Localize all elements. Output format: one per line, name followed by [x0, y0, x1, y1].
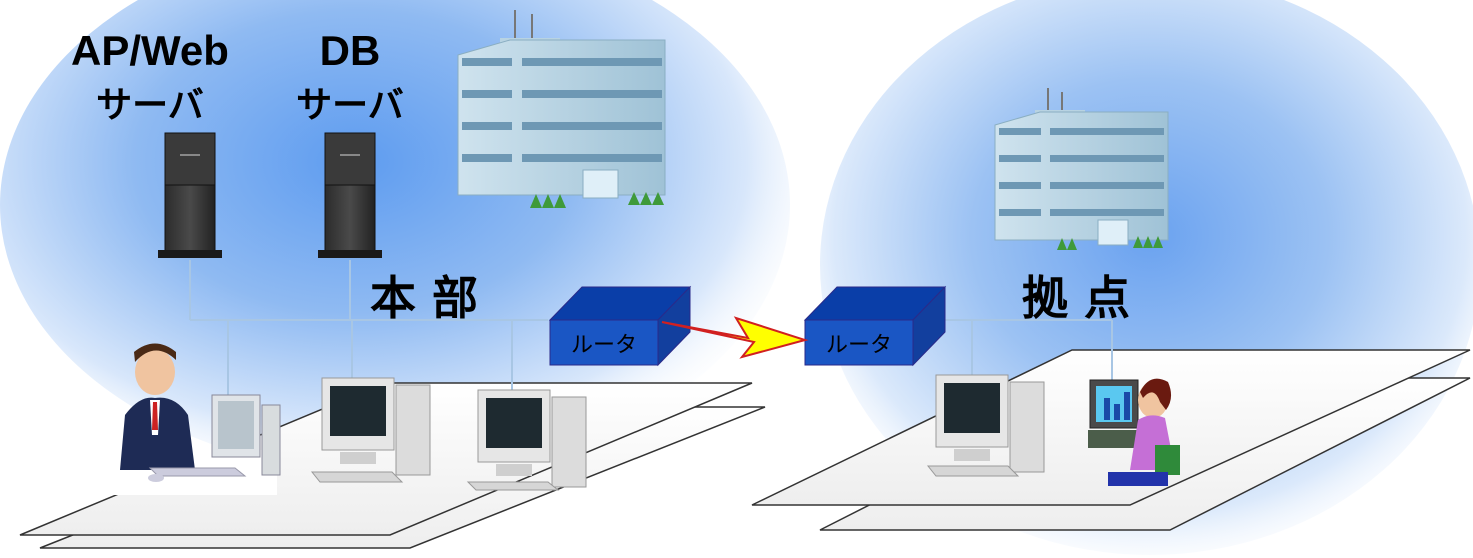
db-server-name: DB	[319, 27, 381, 74]
ap-web-server-tower	[158, 132, 222, 258]
db-server-tower	[318, 132, 382, 258]
db-server-kind: サーバ	[296, 85, 404, 126]
branch-router	[803, 285, 947, 367]
branch-user-woman	[1088, 378, 1180, 486]
hq-lan-lines	[189, 260, 548, 395]
branch-lan-lines	[942, 319, 1113, 380]
hq-pc-1	[310, 377, 431, 483]
branch-building	[994, 88, 1169, 250]
branch-pc	[926, 374, 1045, 477]
hq-router-label: ルータ	[570, 332, 637, 358]
branch-site-label: 拠 点	[1022, 271, 1131, 325]
wan-link-bolt	[661, 316, 809, 359]
branch-router-label: ルータ	[825, 332, 892, 358]
hq-user-man	[112, 343, 281, 495]
hq-building	[457, 10, 666, 208]
hq-pc-2	[466, 389, 587, 491]
hq-site-label: 本 部	[370, 271, 479, 325]
ap-web-server-name: AP/Web	[71, 27, 229, 74]
hq-router	[548, 285, 692, 367]
ap-web-server-kind: サーバ	[96, 85, 204, 126]
